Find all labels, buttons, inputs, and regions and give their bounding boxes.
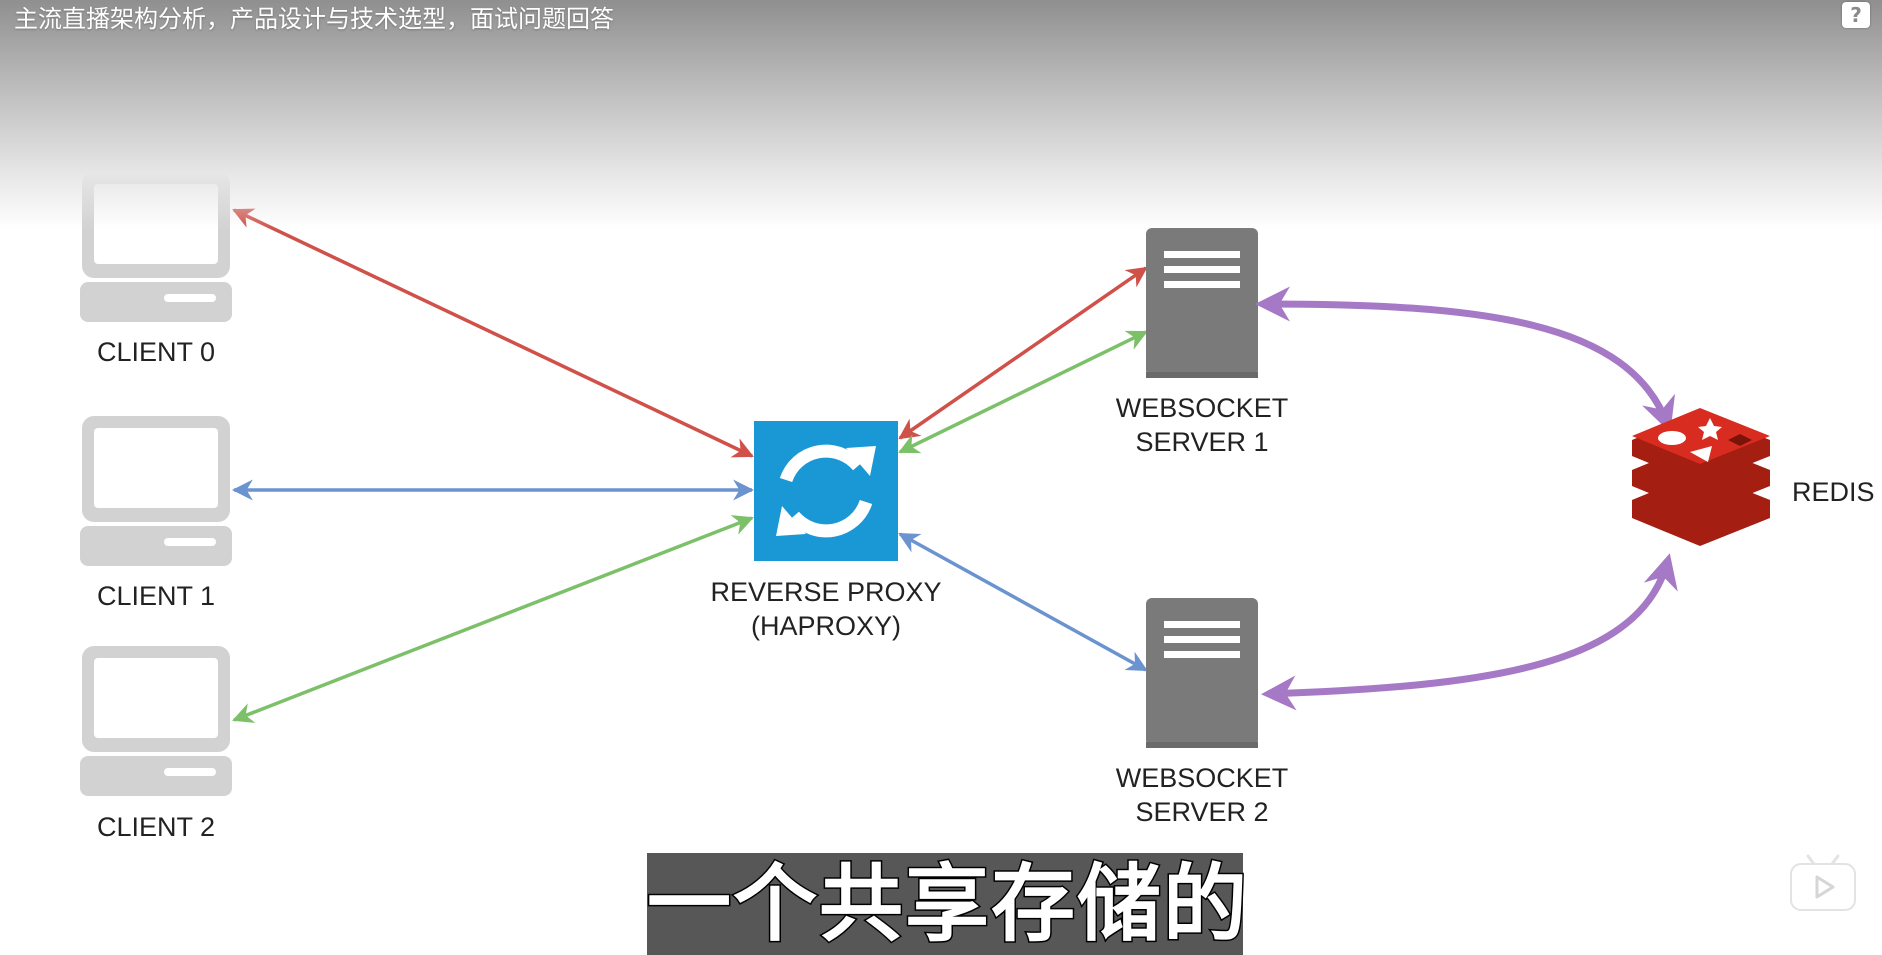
- client-1-label: CLIENT 1: [96, 581, 216, 611]
- subtitle-box: 一个共享存储的: [646, 853, 1250, 955]
- client-0-label: CLIENT 0: [96, 337, 216, 367]
- reverse-proxy-label: REVERSE PROXY (HAPROXY): [710, 577, 942, 641]
- arrow-proxy-server2: [898, 532, 1148, 672]
- arrow-server1-redis: [1255, 286, 1675, 433]
- client-1-computer-icon: [80, 416, 232, 566]
- websocket-server-1-icon: [1146, 228, 1258, 378]
- websocket-server-2-label: WEBSOCKET SERVER 2: [1115, 763, 1289, 827]
- client-2-label: CLIENT 2: [96, 812, 216, 842]
- arrow-server2-redis: [1261, 553, 1678, 711]
- reverse-proxy-node: [754, 421, 898, 561]
- redis-logo-icon: [1632, 408, 1770, 546]
- redis-label: REDIS: [1792, 477, 1875, 507]
- bilibili-play-icon[interactable]: [1788, 852, 1858, 912]
- websocket-server-2-icon: [1146, 598, 1258, 748]
- arrow-proxy-server1-green: [898, 330, 1148, 454]
- subtitle-text: 一个共享存储的: [646, 855, 1250, 953]
- client-2-computer-icon: [80, 646, 232, 796]
- client-0-computer-icon: [80, 172, 232, 322]
- help-icon[interactable]: ?: [1842, 2, 1870, 28]
- websocket-server-1-label: WEBSOCKET SERVER 1: [1115, 393, 1289, 457]
- refresh-icon: [779, 444, 873, 538]
- arrow-client0-proxy: [232, 208, 754, 458]
- video-title: 主流直播架构分析，产品设计与技术选型，面试问题回答: [14, 5, 614, 33]
- arrow-client2-proxy: [232, 515, 754, 723]
